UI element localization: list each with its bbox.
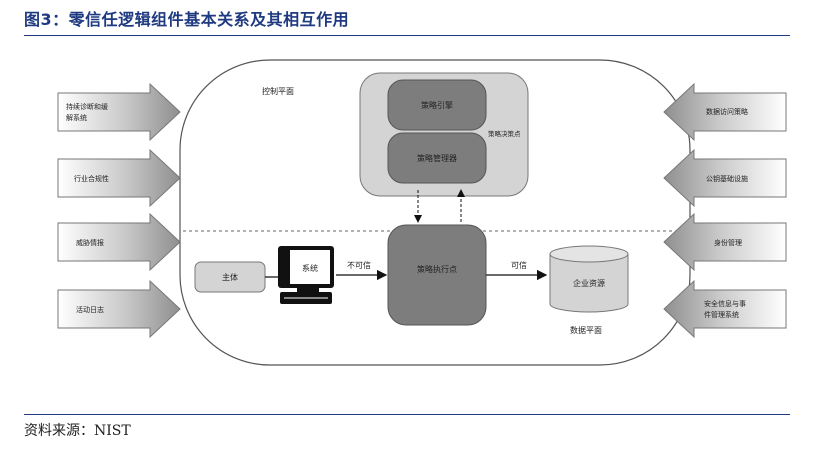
database-icon (549, 245, 629, 313)
policy-enforcement-point-label: 策略执行点 (417, 264, 457, 274)
bottom-rule (24, 414, 790, 415)
left-box-label: 行业合规性 (74, 174, 109, 183)
right-arrow-2: 公钥基础设施 (663, 148, 787, 208)
right-box-label: 数据访问策略 (706, 107, 748, 116)
left-arrow-1: 持续诊断和缓 解系统 (57, 82, 181, 142)
right-arrow-3: 身份管理 (663, 212, 787, 272)
data-plane-label: 数据平面 (570, 325, 602, 335)
left-box-label: 持续诊断和缓 (66, 102, 108, 111)
right-box-label: 公钥基础设施 (706, 174, 748, 183)
computer-icon (278, 246, 334, 304)
right-arrow-1: 数据访问策略 (663, 82, 787, 142)
control-plane-label: 控制平面 (262, 86, 294, 96)
trusted-label: 可信 (511, 260, 527, 270)
system-label: 系统 (302, 263, 318, 273)
left-arrow-3: 威胁情报 (57, 212, 181, 272)
right-box-label: 安全信息与事 (704, 299, 746, 308)
policy-admin-box (387, 132, 487, 184)
left-box-label-2: 解系统 (66, 113, 87, 122)
policy-admin-label: 策略管理器 (417, 153, 457, 163)
untrusted-label: 不可信 (347, 260, 371, 270)
policy-enforcement-point (387, 224, 487, 326)
right-box-label-2: 件管理系统 (704, 310, 739, 319)
left-box-label: 威胁情报 (76, 238, 104, 247)
source-note: 资料来源：NIST (24, 423, 131, 439)
figure-title: 图3：零信任逻辑组件基本关系及其相互作用 (24, 10, 350, 29)
right-arrow-4: 安全信息与事 件管理系统 (663, 279, 787, 339)
policy-decision-point-label: 策略决策点 (488, 129, 521, 138)
subject-label: 主体 (222, 272, 238, 282)
enterprise-resource-label: 企业资源 (573, 278, 605, 288)
left-arrow-4: 活动日志 (57, 279, 181, 339)
policy-engine-box (387, 79, 487, 131)
right-box-label: 身份管理 (714, 238, 742, 247)
left-box-label: 活动日志 (76, 305, 104, 314)
policy-engine-label: 策略引擎 (421, 100, 453, 110)
left-arrow-2: 行业合规性 (57, 148, 181, 208)
top-rule (24, 35, 790, 36)
